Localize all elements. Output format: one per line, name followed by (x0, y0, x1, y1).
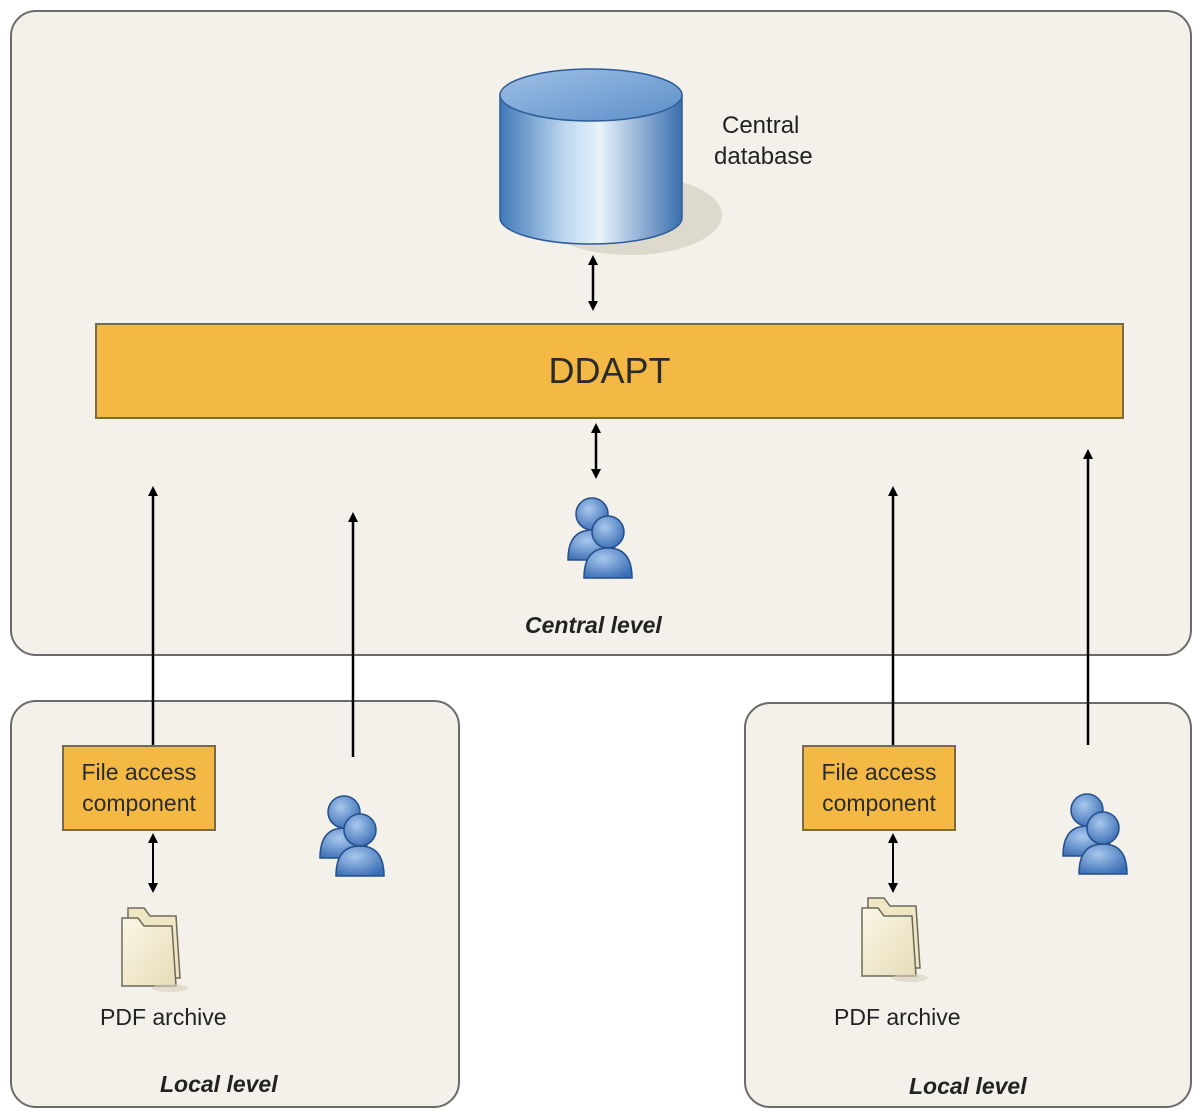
ddapt-system-box: DDAPT (95, 323, 1124, 419)
ddapt-label: DDAPT (548, 350, 671, 391)
right-local-level-label: Local level (909, 1073, 1027, 1099)
right-pdf-archive-label: PDF archive (834, 1004, 961, 1030)
central-database-label: Central database (714, 110, 813, 172)
file-access-component-left: File access component (62, 745, 216, 831)
left-pdf-archive-label: PDF archive (100, 1004, 227, 1030)
right-users-icon (1063, 794, 1127, 874)
left-local-level-label: Local level (160, 1071, 278, 1097)
database-icon (499, 68, 722, 255)
file-access-component-right: File access component (802, 745, 956, 831)
central-database-label-line1: Central (722, 112, 800, 139)
left-folder-icon (121, 907, 189, 993)
central-level-label: Central level (525, 612, 662, 638)
central-users-icon (568, 498, 632, 578)
right-folder-icon (861, 897, 929, 983)
left-users-icon (320, 796, 384, 876)
central-database-label-line2: database (714, 143, 813, 170)
